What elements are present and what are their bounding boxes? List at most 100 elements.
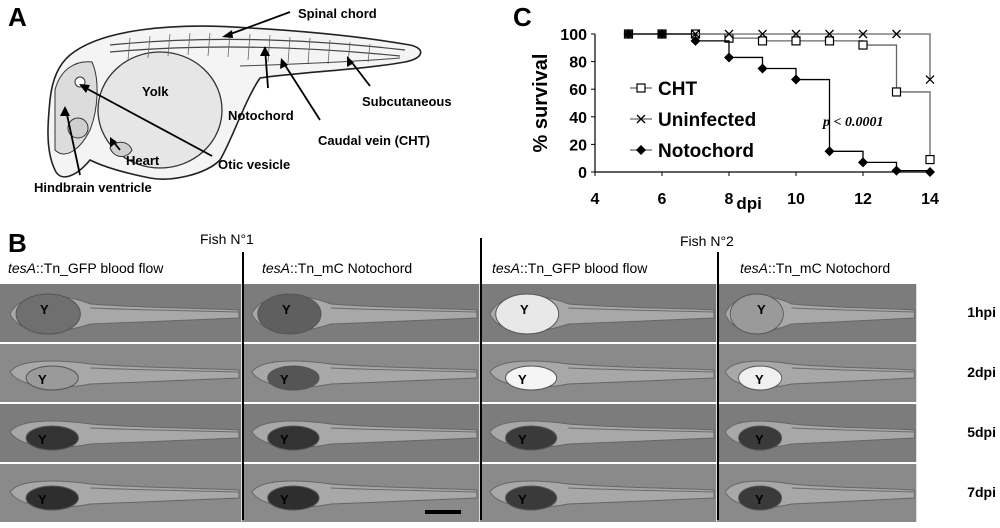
column-header-4: tesA::Tn_mC Notochord xyxy=(740,260,891,276)
label-spinal-chord: Spinal chord xyxy=(298,6,377,21)
point-cht xyxy=(891,87,902,97)
yolk-label: Y xyxy=(755,492,764,507)
point-notochord xyxy=(824,146,835,157)
label-caudal-vein: Caudal vein (CHT) xyxy=(318,133,430,148)
yolk-label: Y xyxy=(520,302,529,317)
y-tick-label: 0 xyxy=(578,165,587,182)
scale-bar xyxy=(425,510,461,514)
point-cht xyxy=(925,154,935,165)
column-header-1: tesA::Tn_GFP blood flow xyxy=(8,260,164,276)
point-uninfected xyxy=(791,29,801,39)
yolk-label: Y xyxy=(518,432,527,447)
y-axis-label: % survival xyxy=(530,54,552,153)
fish-image: Y xyxy=(0,344,242,402)
fish-image: Y xyxy=(0,284,242,342)
y-tick-label: 100 xyxy=(560,27,587,44)
fish-image: Y xyxy=(717,284,917,342)
fish-image: Y xyxy=(480,464,717,522)
x-tick-label: 6 xyxy=(658,191,667,208)
label-notochord: Notochord xyxy=(228,108,294,123)
separator-2 xyxy=(480,238,482,520)
point-cht xyxy=(757,36,768,46)
point-notochord xyxy=(791,74,801,85)
fish-image: Y xyxy=(0,464,242,522)
x-tick-label: 8 xyxy=(725,191,734,208)
yolk-label: Y xyxy=(280,372,289,387)
point-uninfected xyxy=(925,75,935,84)
fish-image: Y xyxy=(717,464,917,522)
legend-label-cht: CHT xyxy=(658,79,697,100)
x-tick-label: 12 xyxy=(854,191,872,208)
panel-label-b: B xyxy=(8,228,27,258)
fish2-heading: Fish N°2 xyxy=(680,233,734,249)
fish-image: Y xyxy=(480,344,717,402)
row-label-2dpi: 2dpi xyxy=(967,364,996,380)
label-otic-vesicle: Otic vesicle xyxy=(218,157,291,172)
fish-image: Y xyxy=(242,284,480,342)
row-label-5dpi: 5dpi xyxy=(967,424,996,440)
panel-b-fish-images: B Fish N°1 Fish N°2 tesA::Tn_GFP blood f… xyxy=(0,228,1000,528)
y-tick-label: 40 xyxy=(569,110,587,127)
embryo-drawing xyxy=(47,11,422,180)
yolk-label: Y xyxy=(40,302,49,317)
yolk-label: Y xyxy=(38,372,47,387)
yolk-label: Y xyxy=(755,372,764,387)
y-tick-label: 60 xyxy=(569,82,587,99)
fish-image: Y xyxy=(242,344,480,402)
fish-image: Y xyxy=(242,404,480,462)
x-tick-label: 10 xyxy=(787,191,805,208)
fish-image: Y xyxy=(717,404,917,462)
fish-image: Y xyxy=(480,404,717,462)
yolk-label: Y xyxy=(38,432,47,447)
yolk-label: Y xyxy=(38,492,47,507)
yolk-label: Y xyxy=(757,302,766,317)
panel-label-c: C xyxy=(513,2,532,32)
row-label-7dpi: 7dpi xyxy=(967,484,996,500)
point-uninfected xyxy=(724,29,734,39)
point-uninfected xyxy=(858,29,868,39)
panel-a-embryo-diagram: A xyxy=(0,0,500,228)
point-uninfected xyxy=(758,29,767,39)
point-cht xyxy=(824,36,835,46)
yolk-label: Y xyxy=(280,432,289,447)
label-yolk: Yolk xyxy=(142,84,169,99)
separator-1 xyxy=(242,252,244,520)
y-tick-label: 80 xyxy=(569,55,587,72)
point-cht xyxy=(858,40,868,50)
yolk-label: Y xyxy=(282,302,291,317)
fish1-heading: Fish N°1 xyxy=(200,231,254,247)
row-label-1hpi: 1hpi xyxy=(967,304,996,320)
point-notochord xyxy=(724,52,734,63)
point-uninfected xyxy=(892,29,901,39)
fish-image: Y xyxy=(717,344,917,402)
yolk-label: Y xyxy=(755,432,764,447)
image-grid: Y Y Y Y 1hpi xyxy=(0,284,1000,524)
point-notochord xyxy=(690,35,701,46)
fish-image: Y xyxy=(0,404,242,462)
column-header-3: tesA::Tn_GFP blood flow xyxy=(492,260,648,276)
yolk-label: Y xyxy=(518,492,527,507)
x-tick-label: 4 xyxy=(591,191,600,208)
label-heart: Heart xyxy=(126,153,160,168)
legend-marker-uninfected xyxy=(636,114,646,124)
separator-3 xyxy=(717,252,719,520)
point-notochord xyxy=(623,29,634,39)
x-axis-label: dpi xyxy=(736,194,762,213)
panel-label-a: A xyxy=(8,2,27,32)
yolk-label: Y xyxy=(280,492,289,507)
fish-image: Y xyxy=(480,284,717,342)
legend-marker-cht xyxy=(636,83,646,93)
point-cht xyxy=(791,36,801,46)
point-notochord xyxy=(757,63,768,74)
y-tick-label: 20 xyxy=(569,137,587,154)
point-notochord xyxy=(891,165,902,176)
p-value-annotation: p < 0.0001 xyxy=(822,115,883,130)
point-notochord xyxy=(925,167,935,177)
yolk-label: Y xyxy=(518,372,527,387)
legend-label-notochord: Notochord xyxy=(658,141,754,162)
legend-label-uninfected: Uninfected xyxy=(658,110,756,131)
label-subcutaneous: Subcutaneous xyxy=(362,94,452,109)
point-notochord xyxy=(858,157,868,168)
